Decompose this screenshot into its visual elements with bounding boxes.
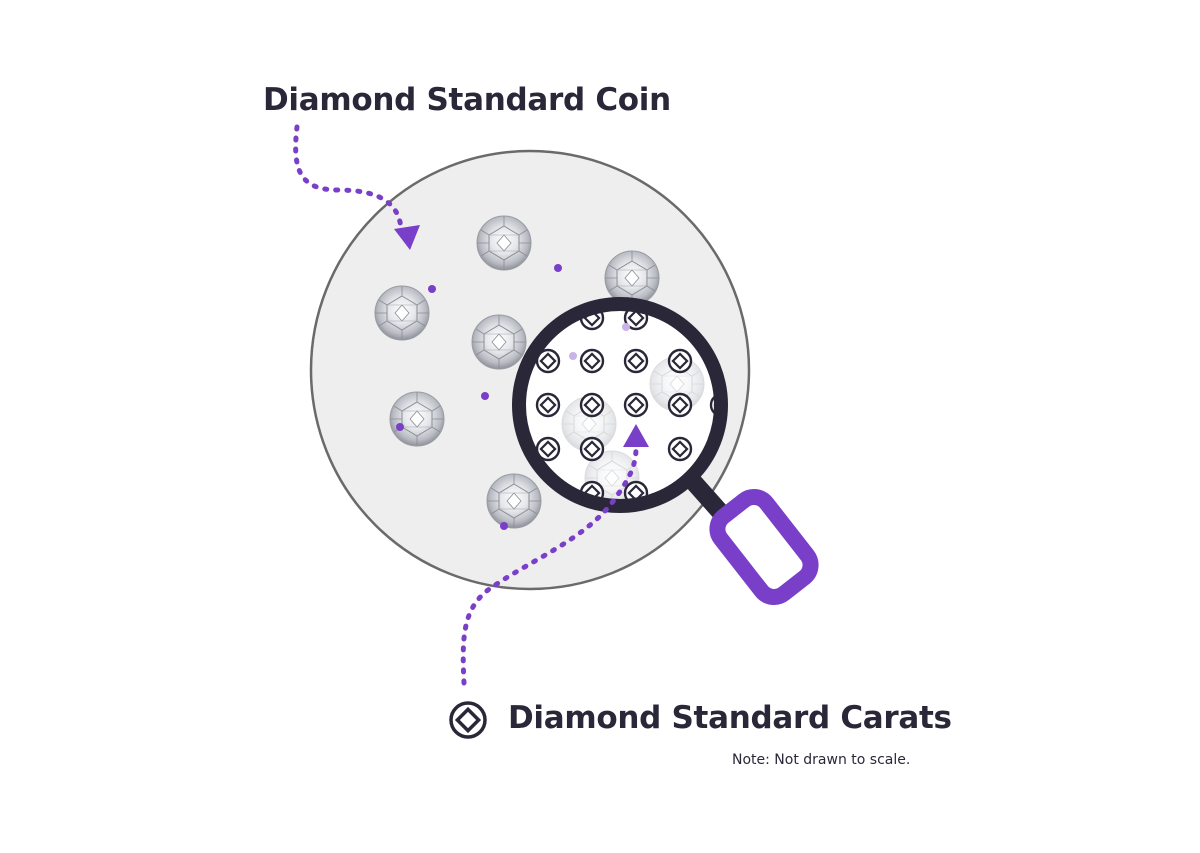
diamond-gem: [374, 285, 430, 341]
carat-icon: [535, 392, 561, 418]
purple-dots: [396, 264, 562, 530]
diamond-gem: [471, 314, 527, 370]
carat-icon: [667, 348, 693, 374]
carat-icon: [579, 348, 605, 374]
coin-title: Diamond Standard Coin: [263, 82, 671, 118]
lens-rim: [512, 297, 728, 513]
carats-arrow: [460, 424, 649, 686]
arrow-head-icon: [623, 424, 649, 447]
purple-dot: [554, 264, 562, 272]
diamond-gem: [476, 215, 532, 271]
purple-dot: [622, 323, 630, 331]
diamond-in-circle-icon: [449, 701, 487, 739]
carat-icon: [623, 392, 649, 418]
purple-dot: [569, 352, 577, 360]
diamond-gem: [389, 391, 445, 447]
diamond-gem: [604, 250, 660, 306]
carat-icon: [579, 436, 605, 462]
purple-dot: [396, 423, 404, 431]
carats-label: Diamond Standard Carats: [508, 700, 952, 736]
magnifier-handle: [681, 469, 819, 606]
coin-arrow: [293, 124, 420, 250]
purple-dot: [500, 522, 508, 530]
diamond-gem: [486, 473, 542, 529]
carat-icon: [667, 436, 693, 462]
carat-icon: [667, 392, 693, 418]
arrow-head-icon: [394, 225, 420, 250]
purple-dot: [481, 392, 489, 400]
purple-dot: [428, 285, 436, 293]
carat-icon: [623, 348, 649, 374]
magnifier-lens: [512, 297, 728, 513]
carat-icon: [579, 392, 605, 418]
scale-note: Note: Not drawn to scale.: [732, 752, 911, 768]
carat-grid: [535, 305, 721, 506]
